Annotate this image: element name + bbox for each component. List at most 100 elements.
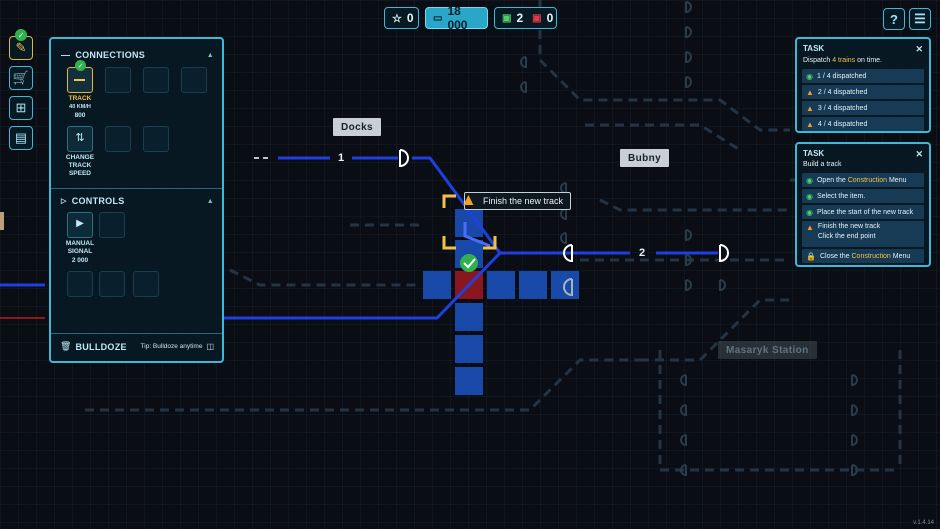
task-row: ◉Open the Construction Menu [802,173,924,187]
locked-tile[interactable] [105,67,131,93]
task-row-text: 4 / 4 dispatched [817,120,868,128]
check-icon: ✓ [15,29,27,41]
task-row: ◉Select the item. [802,189,924,203]
bulldoze-row[interactable]: 🗑 Bulldoze Tip: Bulldoze anytime ◫ [60,341,214,352]
track-price: 800 [74,112,86,119]
desc-pre: Dispatch [803,57,833,64]
row-text: Menu [887,176,907,184]
track-icon [74,79,85,81]
locked-tile[interactable] [143,126,169,152]
locked-tile[interactable] [143,67,169,93]
task-title: Task [803,149,825,158]
task-row: ◉Place the start of the new track [802,205,924,219]
locked-tile[interactable] [99,212,125,238]
task-row-text: 1 / 4 dispatched [816,72,867,80]
row-text: Open the [816,176,848,184]
task-description: Build a track [803,161,842,168]
locked-tile[interactable] [67,271,93,297]
construction-panel: — Connections ▲ ✓ Track 40 km/h 800 ⇅ Ch… [49,37,224,363]
close-icon[interactable]: ✕ [915,149,923,159]
check-circle-icon: ◉ [806,207,813,217]
task-panel-dispatch: Task ✕ Dispatch 4 trains on time. ◉1 / 4… [795,37,931,133]
change-speed-label: Change track speed [65,154,95,177]
guide-button[interactable]: ▤ [9,126,33,150]
warning-icon: ▲ [806,87,814,97]
divider [51,188,222,189]
money-counter: ▭ 18 000 [425,4,488,32]
tooltip-text: Finish the new track [483,196,564,206]
locked-tile[interactable] [133,271,159,297]
warning-icon: ▲ [806,223,814,232]
locked-tile[interactable] [105,126,131,152]
controls-title: Controls [71,196,125,206]
trains-counter: ▣ 2 ▣ 0 [494,7,557,29]
task-row: 🔒Close the Construction Menu [802,249,924,263]
close-icon[interactable]: ✕ [915,44,923,54]
wallet-icon: ▭ [433,12,443,24]
version-label: v.1.4.14 [913,520,934,526]
divider [51,333,222,334]
station-label-bubny[interactable]: Bubny [620,149,670,167]
locked-tile[interactable] [99,271,125,297]
track-number-1: 1 [338,152,345,164]
wrench-icon: ✎ [15,40,27,55]
task-row: ▲4 / 4 dispatched [802,117,924,131]
connections-title: Connections [75,50,146,60]
list-icon: ☰ [914,11,926,26]
station-label-masaryk[interactable]: Masaryk Station [718,341,817,359]
controls-header[interactable]: ▷ Controls ▲ [61,196,214,206]
check-circle-icon: ◉ [806,175,813,185]
task-header: Task ✕ [803,149,923,160]
help-icon: ? [890,11,898,27]
locked-tile[interactable] [181,67,207,93]
task-title: Task [803,44,825,53]
endpoint-check [460,254,478,272]
active-signals [399,149,729,263]
connections-header[interactable]: — Connections ▲ [61,50,214,60]
row-subtext: Click the end point [817,233,876,240]
trains-ok-value: 2 [516,11,524,25]
manual-signal-label: Manual signal [65,240,95,255]
row-highlight: Construction [847,176,888,184]
station-label-docks[interactable]: Docks [333,118,382,136]
row-text: Menu [890,252,911,260]
menu-button[interactable]: ☰ [909,8,931,30]
track-number-2: 2 [639,247,646,259]
signal-icon: ▶ [76,218,84,229]
check-circle-icon: ◉ [806,71,813,81]
placement-grid [423,209,579,395]
layout-button[interactable]: ⊞ [9,96,33,120]
train-bad-icon: ▣ [532,12,542,24]
row-text: Place the start of the new track [816,208,914,216]
trash-icon: 🗑 [60,341,72,351]
train-ok-icon: ▣ [502,12,512,24]
row-text: Select the item. [816,192,866,200]
track-label: Track [68,95,92,102]
arrows-icon: ⇅ [75,132,85,144]
expand-arrow-icon: ▷ [61,198,67,205]
change-speed-tile[interactable]: ⇅ [67,126,93,152]
task-description: Dispatch 4 trains on time. [803,57,882,64]
check-circle-icon: ◉ [806,191,813,201]
help-button[interactable]: ? [883,8,905,30]
manual-signal-tile[interactable]: ▶ [67,212,93,238]
ghost-signals [520,1,858,477]
shop-button[interactable]: 🛒 [9,66,33,90]
row-highlight: Construction [851,252,891,260]
task-header: Task ✕ [803,44,923,55]
warning-icon: ▲ [460,190,477,209]
book-icon: ▤ [14,130,28,145]
check-icon: ✓ [75,60,86,71]
desc-highlight: 4 trains [832,57,856,64]
desc-post: on time. [855,57,883,64]
track-speed: 40 km/h [69,104,91,110]
task-row-text: 2 / 4 dispatched [817,88,868,96]
task-row: ▲3 / 4 dispatched [802,101,924,115]
row-text: Close the [819,252,852,260]
warning-icon: ▲ [806,119,814,129]
money-value: 18 000 [447,4,468,32]
manual-signal-price: 2 000 [71,257,89,264]
task-panel-build: Task ✕ Build a track ◉Open the Construct… [795,142,931,267]
warning-icon: ▲ [806,103,814,113]
minus-icon: — [61,50,71,60]
